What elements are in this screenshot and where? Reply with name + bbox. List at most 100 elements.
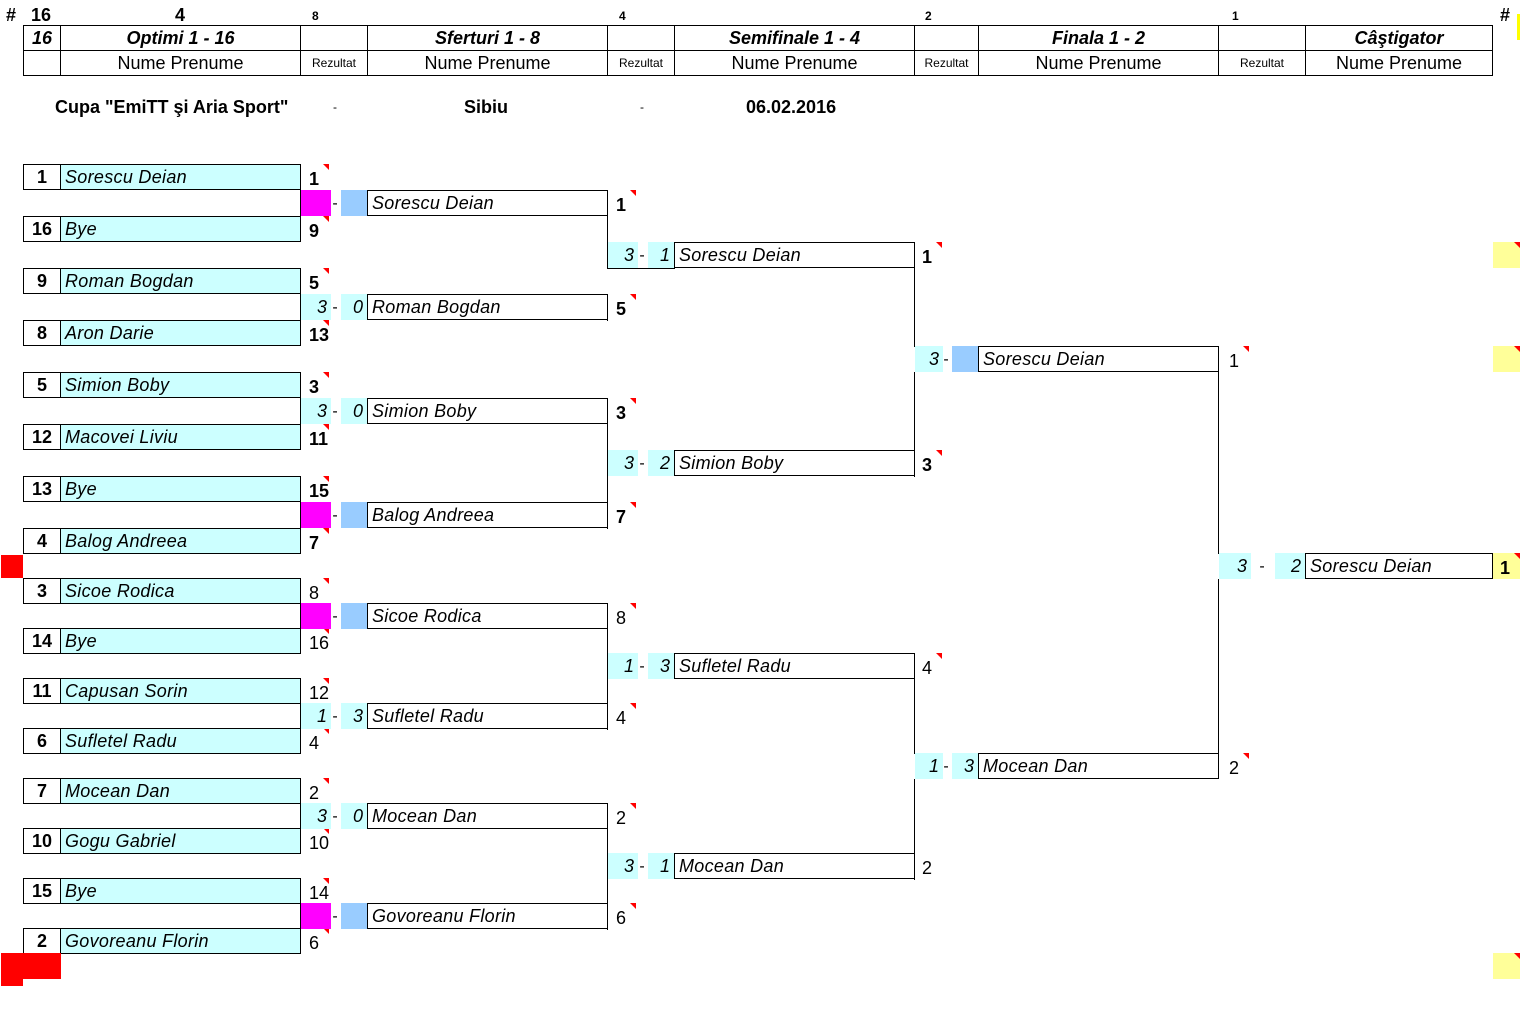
score-left-cell[interactable]: 3 xyxy=(1219,553,1251,579)
player-name-cell[interactable]: Sufletel Radu xyxy=(674,653,915,679)
round-count-2: 2 xyxy=(925,9,932,23)
player-name-cell[interactable]: Mocean Dan xyxy=(978,753,1219,779)
comment-marker xyxy=(323,372,329,378)
player-name-cell[interactable]: Simion Boby xyxy=(674,450,915,476)
score-right-cell[interactable] xyxy=(952,346,978,372)
score-left-cell[interactable]: 3 xyxy=(608,853,638,879)
score-left-cell[interactable]: 1 xyxy=(301,703,331,729)
subheader-name-1: Nume Prenume xyxy=(60,50,301,76)
player-name-cell[interactable]: Balog Andreea xyxy=(60,528,301,554)
score-left-cell[interactable]: 1 xyxy=(608,653,638,679)
score-dash: - xyxy=(332,908,338,925)
comment-marker xyxy=(323,878,329,884)
player-name-cell[interactable]: Mocean Dan xyxy=(674,853,915,879)
score-right-cell[interactable] xyxy=(341,603,367,629)
bracket-line xyxy=(607,424,608,451)
player-name-cell[interactable]: Capusan Sorin xyxy=(60,678,301,704)
hash-left: # xyxy=(6,5,17,25)
score-right-cell[interactable]: 3 xyxy=(648,653,674,679)
score-right-cell[interactable] xyxy=(341,903,367,929)
player-name-cell[interactable]: Aron Darie xyxy=(60,320,301,346)
comment-marker xyxy=(323,216,329,222)
score-right-cell[interactable]: 0 xyxy=(341,803,367,829)
player-name-cell[interactable]: Macovei Liviu xyxy=(60,424,301,450)
comment-marker xyxy=(936,653,942,659)
event-sep-1: - xyxy=(333,100,337,114)
score-right-cell[interactable]: 1 xyxy=(648,853,674,879)
player-name-cell[interactable]: Sufletel Radu xyxy=(367,703,608,729)
seed-number: 5 xyxy=(23,372,61,398)
score-left-cell[interactable]: 3 xyxy=(301,294,331,320)
player-name-cell[interactable]: Sorescu Deian xyxy=(978,346,1219,372)
comment-marker xyxy=(1514,242,1520,248)
winner-rank: 1 xyxy=(1500,558,1511,578)
player-name-cell[interactable]: Govoreanu Florin xyxy=(367,903,608,929)
flag-marker xyxy=(1,978,23,986)
seed-number: 7 xyxy=(23,778,61,804)
flag-marker xyxy=(1,953,61,979)
player-name-cell[interactable]: Gogu Gabriel xyxy=(60,828,301,854)
player-name-cell[interactable]: Govoreanu Florin xyxy=(60,928,301,954)
player-name-cell[interactable]: Sicoe Rodica xyxy=(367,603,608,629)
score-left-cell[interactable]: 3 xyxy=(608,450,638,476)
score-left-cell[interactable]: 3 xyxy=(301,398,331,424)
comment-marker xyxy=(1243,753,1249,759)
player-name-cell[interactable]: Sorescu Deian xyxy=(60,164,301,190)
bracket-line xyxy=(300,804,301,829)
score-dash: - xyxy=(639,658,645,675)
player-name-cell[interactable]: Sufletel Radu xyxy=(60,728,301,754)
seed-number: 1 xyxy=(23,164,61,190)
player-name-cell[interactable]: Bye xyxy=(60,476,301,502)
hash-right: # xyxy=(1500,5,1511,25)
header-blank-2 xyxy=(607,25,675,51)
bracket-line xyxy=(914,779,915,880)
player-name-cell[interactable]: Mocean Dan xyxy=(60,778,301,804)
player-name-cell[interactable]: Roman Bogdan xyxy=(367,294,608,320)
player-name-cell[interactable]: Bye xyxy=(60,878,301,904)
player-name-cell[interactable]: Bye xyxy=(60,628,301,654)
subheader-name-3: Nume Prenume xyxy=(674,50,915,76)
score-left-cell[interactable]: 3 xyxy=(608,242,638,268)
player-name-cell[interactable]: Bye xyxy=(60,216,301,242)
player-name-cell[interactable]: Mocean Dan xyxy=(367,803,608,829)
score-right-cell[interactable]: 2 xyxy=(648,450,674,476)
player-name-cell[interactable]: Simion Boby xyxy=(60,372,301,398)
score-right-cell[interactable]: 2 xyxy=(1275,553,1305,579)
player-name-cell[interactable]: Roman Bogdan xyxy=(60,268,301,294)
score-right-cell[interactable]: 0 xyxy=(341,294,367,320)
round-count-4: 4 xyxy=(619,9,626,23)
seed-number: 9 xyxy=(23,268,61,294)
score-left-cell[interactable] xyxy=(301,903,331,929)
score-right-cell[interactable] xyxy=(341,502,367,528)
score-left-cell[interactable] xyxy=(301,603,331,629)
rank-number: 3 xyxy=(922,455,933,475)
player-name-cell[interactable]: Sorescu Deian xyxy=(674,242,915,268)
score-left-cell[interactable]: 3 xyxy=(915,346,943,372)
player-name-cell[interactable]: Sorescu Deian xyxy=(367,190,608,216)
rank-number: 14 xyxy=(309,883,330,903)
comment-marker xyxy=(936,450,942,456)
score-right-cell[interactable] xyxy=(341,190,367,216)
rank-number: 15 xyxy=(309,481,330,501)
bracket-line xyxy=(300,398,301,425)
player-name-cell[interactable]: Simion Boby xyxy=(367,398,608,424)
bracket-line xyxy=(300,190,301,217)
score-right-cell[interactable]: 3 xyxy=(952,753,978,779)
score-left-cell[interactable]: 3 xyxy=(301,803,331,829)
header-blank-3 xyxy=(914,25,979,51)
score-right-cell[interactable]: 0 xyxy=(341,398,367,424)
header-round-1: Optimi 1 - 16 xyxy=(60,25,301,51)
comment-marker xyxy=(1514,346,1520,352)
score-right-cell[interactable]: 1 xyxy=(648,242,674,268)
player-name-cell[interactable]: Balog Andreea xyxy=(367,502,608,528)
subheader-name-2: Nume Prenume xyxy=(367,50,608,76)
score-left-cell[interactable] xyxy=(301,190,331,216)
score-left-cell[interactable] xyxy=(301,502,331,528)
score-right-cell[interactable]: 3 xyxy=(341,703,367,729)
player-name-cell[interactable]: Sorescu Deian xyxy=(1305,553,1493,579)
comment-marker xyxy=(630,903,636,909)
seed-number: 4 xyxy=(23,528,61,554)
score-left-cell[interactable]: 1 xyxy=(915,753,943,779)
player-name-cell[interactable]: Sicoe Rodica xyxy=(60,578,301,604)
rank-number: 1 xyxy=(1229,351,1240,371)
